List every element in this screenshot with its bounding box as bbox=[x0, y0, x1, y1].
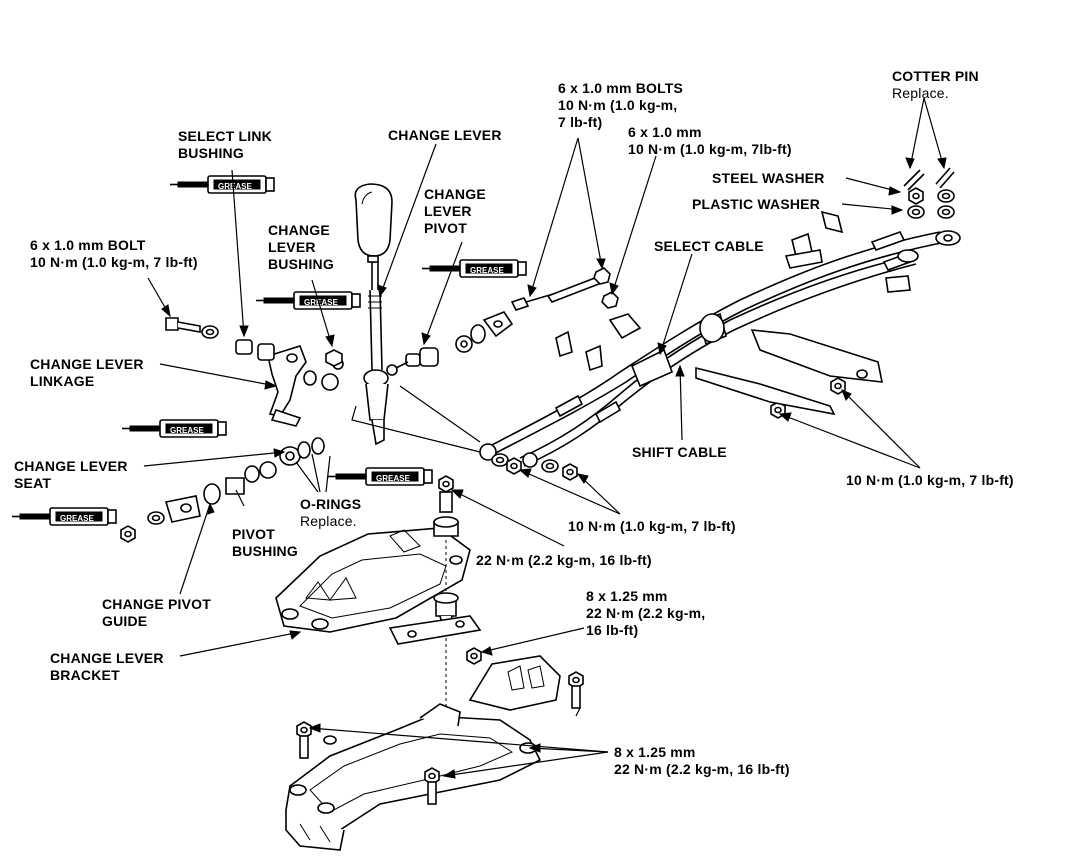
label-bolt-8x125-lower: 8 x 1.25 mm 22 N·m (2.2 kg-m, 16 lb-ft) bbox=[614, 744, 790, 777]
label-shift-cable: SHIFT CABLE bbox=[632, 444, 727, 460]
label-bolt-8x125-upper: 8 x 1.25 mm 22 N·m (2.2 kg-m, 16 lb-ft) bbox=[586, 588, 706, 638]
grease-tag: GREASE bbox=[304, 298, 338, 307]
grease-tag: GREASE bbox=[218, 182, 252, 191]
label-bolt-6x1-mid: 6 x 1.0 mm 10 N·m (1.0 kg-m, 7lb-ft) bbox=[628, 124, 792, 157]
label-torque-10-center: 10 N·m (1.0 kg-m, 7 lb-ft) bbox=[568, 518, 736, 534]
label-bolts-6x1-top: 6 x 1.0 mm BOLTS 10 N·m (1.0 kg-m, 7 lb-… bbox=[558, 80, 684, 130]
change-lever-part bbox=[354, 183, 393, 446]
label-change-lever-bushing: CHANGE LEVER BUSHING bbox=[268, 222, 334, 272]
label-change-pivot-guide: CHANGE PIVOT GUIDE bbox=[102, 596, 211, 629]
shift-and-select-cables bbox=[479, 230, 961, 468]
cable-brackets bbox=[555, 210, 911, 416]
leader-lines bbox=[143, 97, 945, 777]
rear-mount-plate bbox=[388, 615, 561, 711]
label-change-lever-pivot: CHANGE LEVER PIVOT bbox=[424, 186, 486, 236]
grease-tag: GREASE bbox=[376, 474, 410, 483]
label-change-lever: CHANGE LEVER bbox=[388, 127, 502, 143]
top-bolts bbox=[510, 267, 642, 340]
grease-tag: GREASE bbox=[60, 514, 94, 523]
label-pivot-bushing: PIVOT BUSHING bbox=[232, 526, 298, 559]
grease-tag: GREASE bbox=[170, 426, 204, 435]
label-change-lever-seat: CHANGE LEVER SEAT bbox=[14, 458, 128, 491]
label-bolt-6x1-left: 6 x 1.0 mm BOLT 10 N·m (1.0 kg-m, 7 lb-f… bbox=[30, 237, 198, 270]
label-plastic-washer: PLASTIC WASHER bbox=[692, 196, 821, 212]
change-lever-linkage-part bbox=[267, 345, 344, 427]
label-o-rings: O-RINGS Replace. bbox=[300, 496, 362, 529]
select-link-bolt-assembly bbox=[165, 317, 275, 361]
change-lever-pivot-part bbox=[386, 311, 514, 376]
label-cotter-pin: COTTER PIN Replace. bbox=[892, 68, 979, 101]
change-lever-bracket-part bbox=[275, 527, 471, 633]
center-bolt-stack bbox=[433, 475, 459, 720]
label-change-lever-linkage: CHANGE LEVER LINKAGE bbox=[30, 356, 144, 389]
label-torque-10-right: 10 N·m (1.0 kg-m, 7 lb-ft) bbox=[846, 472, 1014, 488]
grease-tag: GREASE bbox=[470, 266, 504, 275]
label-torque-22-center: 22 N·m (2.2 kg-m, 16 lb-ft) bbox=[476, 552, 652, 568]
bottom-bolts bbox=[296, 671, 584, 805]
label-select-link-bushing: SELECT LINK BUSHING bbox=[178, 128, 272, 161]
label-change-lever-bracket: CHANGE LEVER BRACKET bbox=[50, 650, 164, 683]
arrowheads bbox=[161, 157, 947, 779]
lower-support-frame bbox=[285, 703, 542, 851]
label-select-cable: SELECT CABLE bbox=[654, 238, 764, 254]
label-steel-washer: STEEL WASHER bbox=[712, 170, 825, 186]
change-lever-seat-part bbox=[120, 437, 325, 543]
cotter-pin-icon bbox=[903, 167, 955, 191]
